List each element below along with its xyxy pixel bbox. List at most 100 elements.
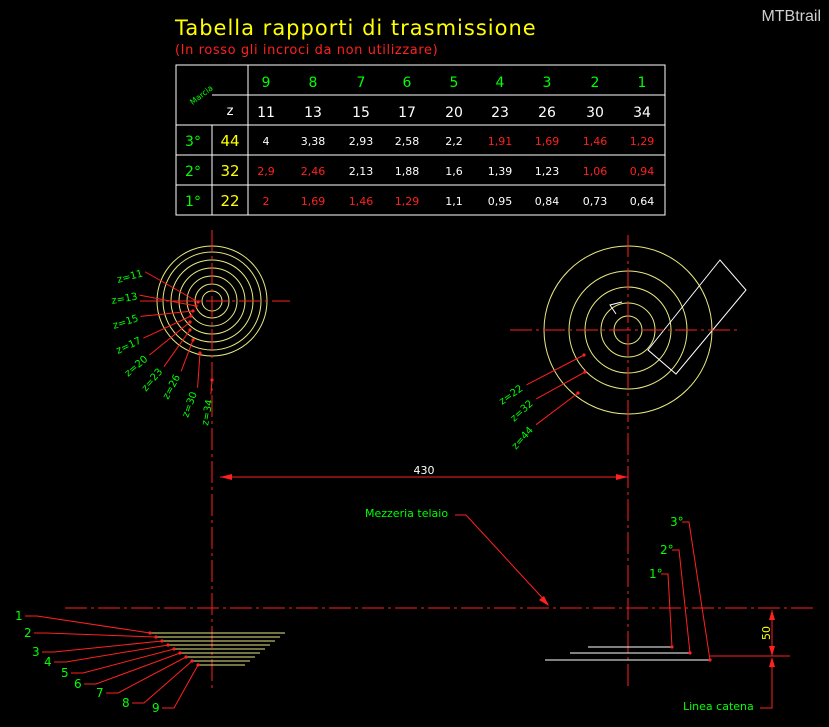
table-cog-teeth: 17 (398, 105, 416, 121)
cassette-leader-arrow (191, 338, 195, 342)
cog-leader-line (132, 660, 193, 704)
table-ratio-cell: 2,46 (301, 165, 326, 178)
cog-leader-arrow (160, 639, 164, 643)
linea-catena-label: Linea catena (683, 700, 754, 713)
crank-arm-edge (609, 301, 623, 315)
subtitle-text: (In rosso gli incroci da non utilizzare) (175, 43, 438, 58)
cassette-leader-line (140, 310, 194, 317)
table-row-teeth: 44 (220, 132, 239, 150)
table-ratio-cell: 1,6 (445, 165, 463, 178)
title-text: Tabella rapporti di trasmissione (174, 16, 537, 40)
cog-leader-line (106, 656, 187, 694)
chainring-leader-arrow (688, 651, 692, 655)
cog-number-label: 7 (96, 686, 104, 700)
cassette-teeth-label: z=15 (112, 313, 140, 332)
cassette-leader-line (144, 271, 199, 303)
cog-leader-arrow (178, 651, 182, 655)
ratio-table (175, 64, 666, 216)
table-ratio-cell: 3,38 (301, 135, 326, 148)
table-ratio-cell: 1,88 (395, 165, 420, 178)
chainring-leader-arrow (708, 658, 712, 662)
cog-leader-line (71, 648, 175, 674)
table-cog-teeth: 13 (304, 105, 322, 121)
table-gear-number: 7 (357, 75, 366, 91)
table-gear-number: 3 (543, 75, 552, 91)
cog-leader-line (42, 640, 163, 653)
table-gear-number: 2 (591, 75, 600, 91)
mezzeria-label: Mezzeria telaio (365, 507, 448, 520)
cassette-teeth-label: z=20 (123, 354, 150, 379)
cog-leader-line (34, 632, 157, 638)
cassette-teeth-label: z=17 (115, 336, 144, 357)
cassette-leader-line (149, 321, 191, 356)
crank-arm (647, 259, 747, 375)
cog-number-label: 1 (15, 609, 23, 623)
table-ratio-cell: 2,9 (257, 165, 275, 178)
cassette-teeth-label: z=23 (140, 367, 165, 394)
cassette-leader-arrow (188, 328, 192, 332)
cog-number-label: 6 (74, 677, 82, 691)
table-ratio-cell: 2,93 (349, 135, 374, 148)
cog-leader-line (162, 664, 199, 709)
chainring-teeth-label: z=32 (509, 398, 536, 424)
cassette-leader-arrow (188, 320, 192, 324)
cassette-leader-line (180, 339, 194, 372)
cog-leader-arrow (172, 647, 176, 651)
table-ratio-cell: 2,13 (349, 165, 374, 178)
cassette-teeth-label: z=34 (200, 399, 215, 427)
cassette-leader-line (197, 352, 201, 388)
table-ratio-cell: 1,91 (488, 135, 513, 148)
table-gear-number: 5 (450, 75, 459, 91)
table-ratio-cell: 1,23 (535, 165, 560, 178)
cassette-leader-arrow (191, 309, 195, 313)
cog-number-label: 8 (122, 696, 130, 710)
cassette-teeth-label: z=30 (180, 390, 199, 419)
table-ratio-cell: 0,73 (583, 195, 608, 208)
dimension-430: 430 (220, 464, 628, 480)
table-cog-teeth: 34 (633, 105, 651, 121)
cog-number-label: 4 (44, 655, 52, 669)
table-ratio-cell: 0,64 (630, 195, 655, 208)
dimension-50: 50 (760, 610, 790, 657)
table-z-label: z (227, 104, 234, 119)
table-gear-number: 1 (638, 75, 647, 91)
table-ratio-cell: 1,69 (301, 195, 326, 208)
table-ratio-cell: 1,29 (395, 195, 420, 208)
table-gear-number: 6 (403, 75, 412, 91)
table-gear-number: 8 (309, 75, 318, 91)
chainring-leader-arrow (670, 645, 674, 649)
cassette-leader-arrow (194, 304, 198, 308)
chainring-leader-line (682, 521, 711, 661)
table-ratio-cell: 2 (263, 195, 270, 208)
table-ratio-cell: 4 (263, 135, 270, 148)
table-ratio-cell: 1,39 (488, 165, 513, 178)
table-cog-teeth: 30 (586, 105, 604, 121)
table-ratio-cell: 1,29 (630, 135, 655, 148)
table-cog-teeth: 15 (352, 105, 370, 121)
chainring-leader-arrow (582, 353, 586, 357)
cassette-leader-arrow (189, 314, 193, 318)
chainring-leader-line (526, 354, 585, 386)
cassette-leader-arrow (196, 300, 200, 304)
table-ratio-cell: 2,58 (395, 135, 420, 148)
chainring-leader-line (672, 549, 691, 654)
table-ratio-cell: 0,95 (488, 195, 513, 208)
chainring-leader-arrow (583, 370, 587, 374)
cog-number-label: 2 (24, 626, 32, 640)
cassette-teeth-label: z=26 (161, 373, 183, 401)
table-cog-teeth: 20 (445, 105, 463, 121)
center-lines (65, 230, 815, 690)
rings-side-view: 1°2°3° (545, 515, 772, 662)
table-ratio-cell: 1,46 (583, 135, 608, 148)
cassette-leader-line (163, 329, 191, 367)
chainring-number-label: 2° (660, 543, 674, 557)
table-border (175, 64, 666, 216)
brand-logo-text: MTBtrail (761, 8, 821, 25)
chainring-number-label: 3° (670, 515, 684, 529)
table-gear-number: 4 (496, 75, 505, 91)
table-row-teeth: 32 (220, 162, 239, 180)
chainring-leader-line (535, 392, 579, 426)
